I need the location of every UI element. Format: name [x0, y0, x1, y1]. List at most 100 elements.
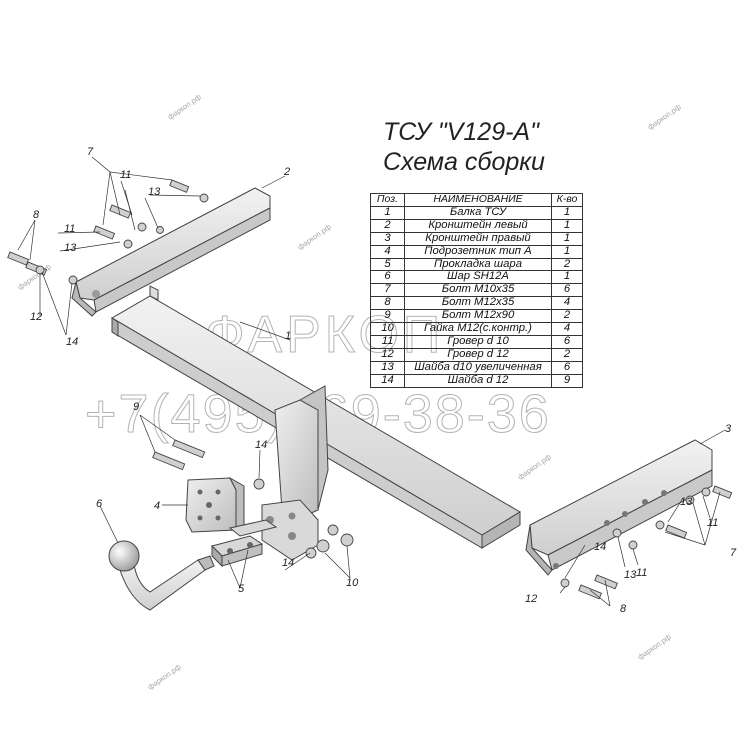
- socket-plate: [185, 476, 245, 533]
- cell-name: Шайба d 12: [404, 373, 552, 388]
- cell-name: Гровер d 10: [404, 334, 552, 349]
- cell-pos: 6: [370, 270, 405, 285]
- cell-pos: 13: [370, 360, 405, 375]
- tow-ball: [108, 540, 215, 611]
- svg-text:фаркоп.рф: фаркоп.рф: [516, 452, 553, 481]
- cell-name: Гровер d 12: [404, 347, 552, 362]
- callout-14-left: 14: [66, 336, 78, 348]
- parts-table-header: Поз. НАИМЕНОВАНИЕ К-во: [370, 193, 583, 207]
- callout-14-right: 14: [594, 541, 606, 553]
- callout-2: 2: [283, 166, 290, 178]
- cell-pos: 10: [370, 322, 405, 336]
- callout-numbers: 7 11 13 2 8 11 13 12 14 1 9 14 4 6 5 14 …: [30, 146, 737, 615]
- cell-qty: 2: [551, 309, 583, 324]
- callout-10: 10: [346, 577, 359, 589]
- cell-name: Кронштейн левый: [404, 218, 552, 233]
- callout-13-left: 13: [64, 242, 77, 254]
- header-name: НАИМЕНОВАНИЕ: [404, 193, 552, 207]
- callout-12-left: 12: [30, 311, 42, 323]
- svg-text:фаркоп.рф: фаркоп.рф: [146, 662, 183, 691]
- cell-pos: 12: [370, 347, 405, 362]
- callout-13-top: 13: [148, 186, 161, 198]
- cell-name: Болт М12х90: [404, 309, 552, 324]
- header-qty: К-во: [551, 193, 583, 207]
- callout-5: 5: [238, 583, 245, 595]
- cell-name: Гайка М12(с.контр.): [404, 322, 552, 336]
- callout-13-bottom: 13: [624, 569, 637, 581]
- hitch-plate: [261, 385, 329, 561]
- callout-8-left: 8: [33, 209, 40, 221]
- header-pos: Поз.: [370, 193, 405, 207]
- cell-pos: 7: [370, 283, 405, 298]
- cell-pos: 2: [370, 218, 405, 233]
- right-bracket: [525, 439, 713, 576]
- cell-qty: 2: [551, 257, 583, 272]
- cell-pos: 3: [370, 231, 405, 246]
- cell-qty: 2: [551, 347, 583, 362]
- svg-text:фаркоп.рф: фаркоп.рф: [646, 102, 683, 131]
- cell-name: Болт М10х35: [404, 283, 552, 298]
- svg-text:фаркоп.рф: фаркоп.рф: [166, 92, 203, 121]
- callout-14-mid: 14: [255, 439, 267, 451]
- cell-name: Болт М12х35: [404, 296, 552, 311]
- cell-qty: 9: [551, 373, 583, 388]
- cell-pos: 14: [370, 373, 405, 388]
- callout-11-bottom: 11: [636, 567, 647, 579]
- cell-qty: 6: [551, 334, 583, 349]
- svg-text:фаркоп.рф: фаркоп.рф: [636, 632, 673, 661]
- callout-6: 6: [96, 498, 103, 510]
- cell-qty: 6: [551, 283, 583, 298]
- callout-8-right: 8: [620, 603, 627, 615]
- cell-name: Балка ТСУ: [404, 205, 552, 220]
- cell-name: Шайба d10 увеличенная: [404, 360, 552, 375]
- callout-7-right: 7: [730, 547, 737, 559]
- callout-3: 3: [725, 423, 732, 435]
- drawing-subtitle: Схема сборки: [383, 148, 545, 176]
- callout-11-top: 11: [120, 169, 131, 181]
- cell-pos: 11: [370, 334, 405, 349]
- cell-pos: 8: [370, 296, 405, 311]
- cell-qty: 4: [551, 296, 583, 311]
- cell-qty: 4: [551, 322, 583, 336]
- left-bracket: [71, 187, 271, 317]
- leader-lines: [17, 156, 726, 607]
- fasteners: [7, 179, 733, 600]
- cell-pos: 4: [370, 244, 405, 259]
- callout-11-right: 11: [707, 517, 718, 529]
- cell-name: Подрозетник тип А: [404, 244, 552, 259]
- cell-name: Шар SH12A: [404, 270, 552, 285]
- cell-pos: 9: [370, 309, 405, 324]
- callout-4: 4: [154, 500, 160, 512]
- ball-spacers: [211, 519, 278, 568]
- callout-13-right: 13: [680, 496, 693, 508]
- callout-7-top: 7: [87, 146, 94, 158]
- cell-qty: 1: [551, 270, 583, 285]
- cell-qty: 1: [551, 218, 583, 233]
- cell-qty: 1: [551, 205, 583, 220]
- cell-qty: 6: [551, 360, 583, 375]
- cell-pos: 5: [370, 257, 405, 272]
- cell-pos: 1: [370, 205, 405, 220]
- callout-12-right: 12: [525, 593, 537, 605]
- callout-1: 1: [285, 330, 291, 342]
- cell-name: Прокладка шара: [404, 257, 552, 272]
- cell-name: Кронштейн правый: [404, 231, 552, 246]
- drawing-title: ТСУ "V129-A": [383, 118, 539, 146]
- svg-text:фаркоп.рф: фаркоп.рф: [296, 222, 333, 251]
